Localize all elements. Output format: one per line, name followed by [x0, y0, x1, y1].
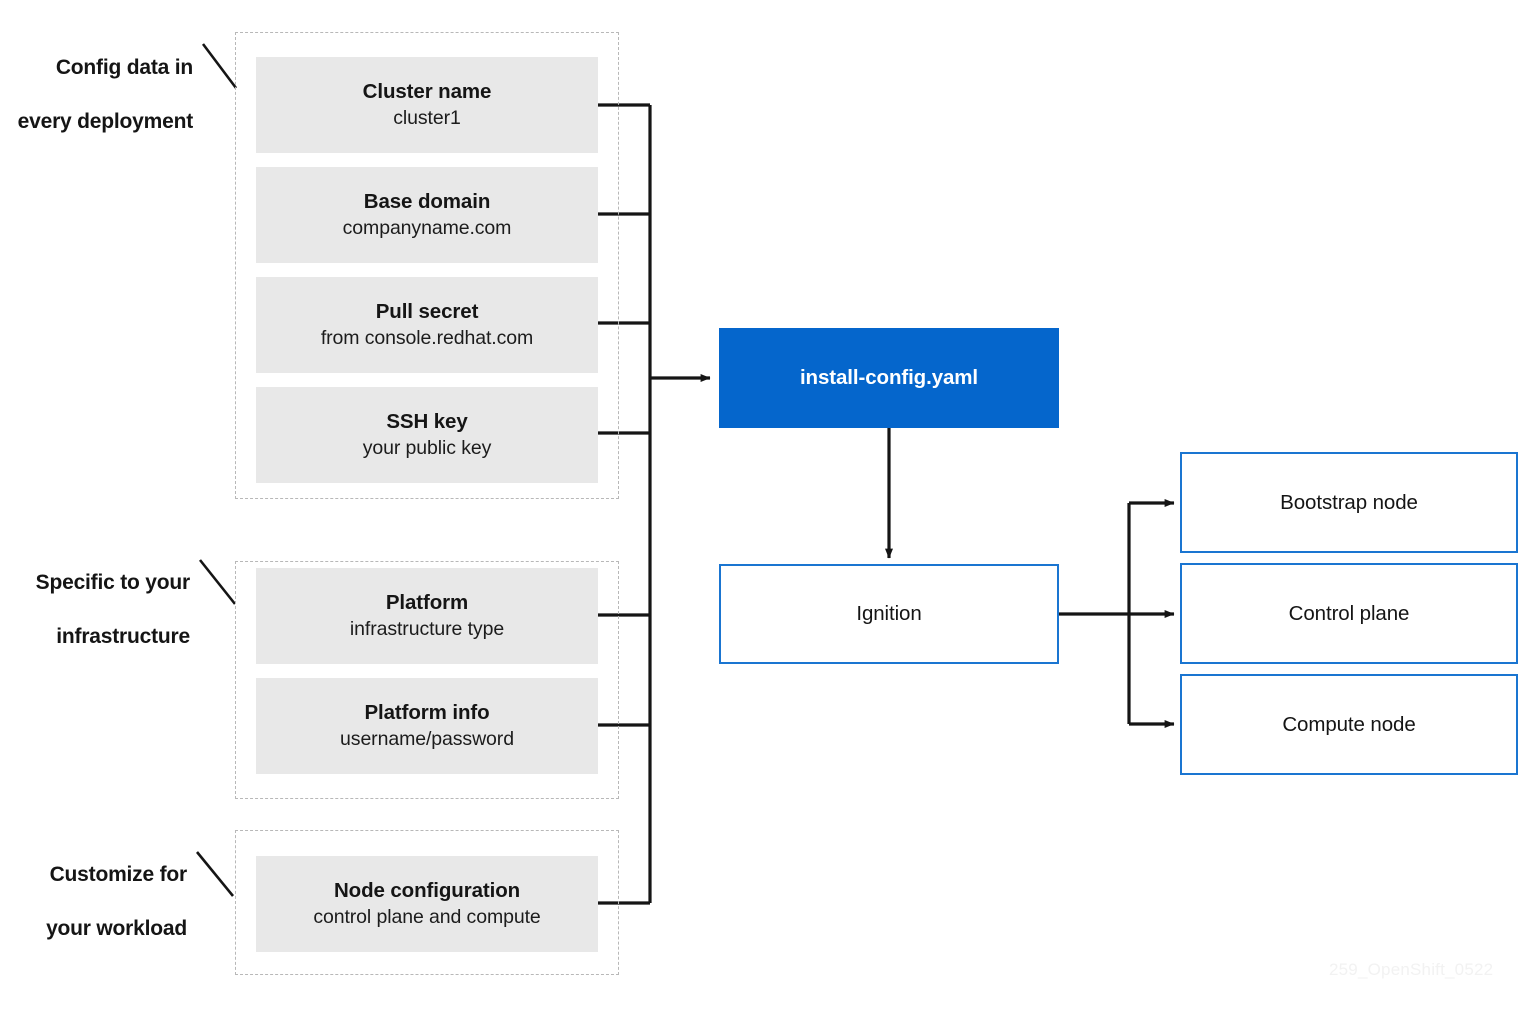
- card-ssh-key-subtitle: your public key: [362, 437, 492, 460]
- card-node-configuration[interactable]: Node configuration control plane and com…: [256, 856, 598, 952]
- card-base-domain-title: Base domain: [363, 190, 491, 214]
- card-platform-info-subtitle: username/password: [340, 728, 514, 751]
- card-pull-secret-title: Pull secret: [375, 300, 479, 324]
- card-node-configuration-title: Node configuration: [333, 879, 521, 903]
- node-control-plane-label: Control plane: [1288, 601, 1410, 625]
- card-cluster-name[interactable]: Cluster name cluster1: [256, 57, 598, 153]
- card-platform-info-title: Platform info: [364, 701, 490, 725]
- card-platform[interactable]: Platform infrastructure type: [256, 568, 598, 664]
- card-platform-title: Platform: [385, 591, 469, 615]
- annotation-config-data: Config data in every deployment: [0, 28, 194, 162]
- annotation-infrastructure: Specific to your infrastructure: [0, 543, 191, 677]
- annotation-workload-line1: Customize for: [49, 862, 188, 886]
- node-compute-node-label: Compute node: [1282, 712, 1416, 736]
- card-ssh-key-title: SSH key: [386, 410, 468, 434]
- annotation-config-data-line2: every deployment: [17, 109, 194, 133]
- card-platform-info[interactable]: Platform info username/password: [256, 678, 598, 774]
- card-base-domain-subtitle: companyname.com: [342, 217, 512, 240]
- card-base-domain[interactable]: Base domain companyname.com: [256, 167, 598, 263]
- group-frame-infrastructure: [235, 561, 619, 799]
- watermark-label: 259_OpenShift_0522: [1329, 960, 1494, 979]
- card-pull-secret[interactable]: Pull secret from console.redhat.com: [256, 277, 598, 373]
- node-bootstrap-node[interactable]: Bootstrap node: [1180, 452, 1518, 553]
- leader-line-infrastructure: [198, 559, 237, 605]
- annotation-config-data-line1: Config data in: [55, 55, 193, 79]
- leader-line-workload: [195, 851, 235, 897]
- node-bootstrap-node-label: Bootstrap node: [1280, 490, 1418, 514]
- group-frame-workload: [235, 830, 619, 975]
- node-ignition[interactable]: Ignition: [719, 564, 1059, 664]
- leader-line-config-data: [201, 43, 238, 89]
- node-install-config-yaml[interactable]: install-config.yaml: [719, 328, 1059, 428]
- annotation-infrastructure-line1: Specific to your: [35, 570, 191, 594]
- annotation-workload-line2: your workload: [46, 916, 187, 940]
- node-control-plane[interactable]: Control plane: [1180, 563, 1518, 664]
- node-install-config-yaml-label: install-config.yaml: [799, 366, 979, 389]
- card-cluster-name-title: Cluster name: [362, 80, 492, 104]
- card-ssh-key[interactable]: SSH key your public key: [256, 387, 598, 483]
- annotation-infrastructure-line2: infrastructure: [56, 624, 190, 648]
- annotation-workload: Customize for your workload: [0, 835, 187, 969]
- node-compute-node[interactable]: Compute node: [1180, 674, 1518, 775]
- group-frame-config-data: [235, 32, 619, 499]
- card-platform-subtitle: infrastructure type: [349, 618, 505, 641]
- card-pull-secret-subtitle: from console.redhat.com: [320, 327, 534, 350]
- card-cluster-name-subtitle: cluster1: [393, 107, 461, 130]
- node-ignition-label: Ignition: [856, 602, 922, 625]
- card-node-configuration-subtitle: control plane and compute: [313, 906, 541, 929]
